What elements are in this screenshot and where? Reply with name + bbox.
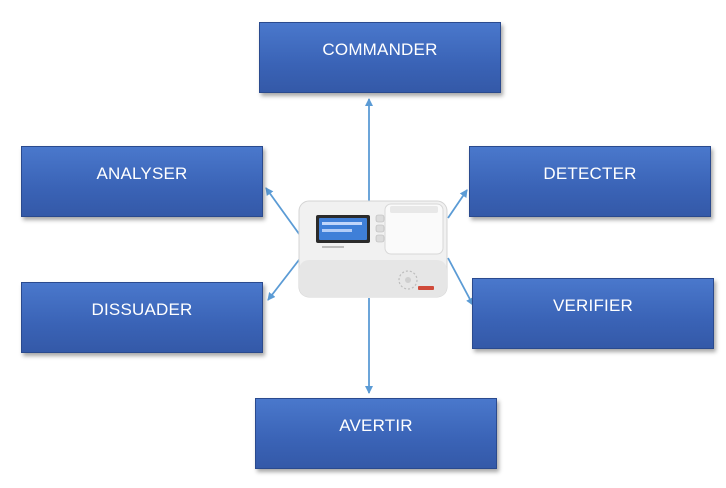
box-avertir: AVERTIR [255,398,497,469]
box-label: DETECTER [543,164,637,183]
box-label: ANALYSER [96,164,188,183]
box-analyser: ANALYSER [21,146,263,217]
box-label: COMMANDER [322,40,438,59]
arrow-to-dissuader [267,255,303,301]
box-label: VERIFIER [552,296,633,315]
arrow-to-verifier [447,257,474,306]
box-label: AVERTIR [339,416,413,435]
box-detecter: DETECTER [469,146,711,217]
box-commander: COMMANDER [259,22,501,93]
arrow-to-analyser [265,187,303,239]
arrow-to-detecter [447,189,468,219]
alarm-panel-icon [298,200,448,298]
box-label: DISSUADER [91,300,193,319]
box-verifier: VERIFIER [472,278,714,349]
box-dissuader: DISSUADER [21,282,263,353]
